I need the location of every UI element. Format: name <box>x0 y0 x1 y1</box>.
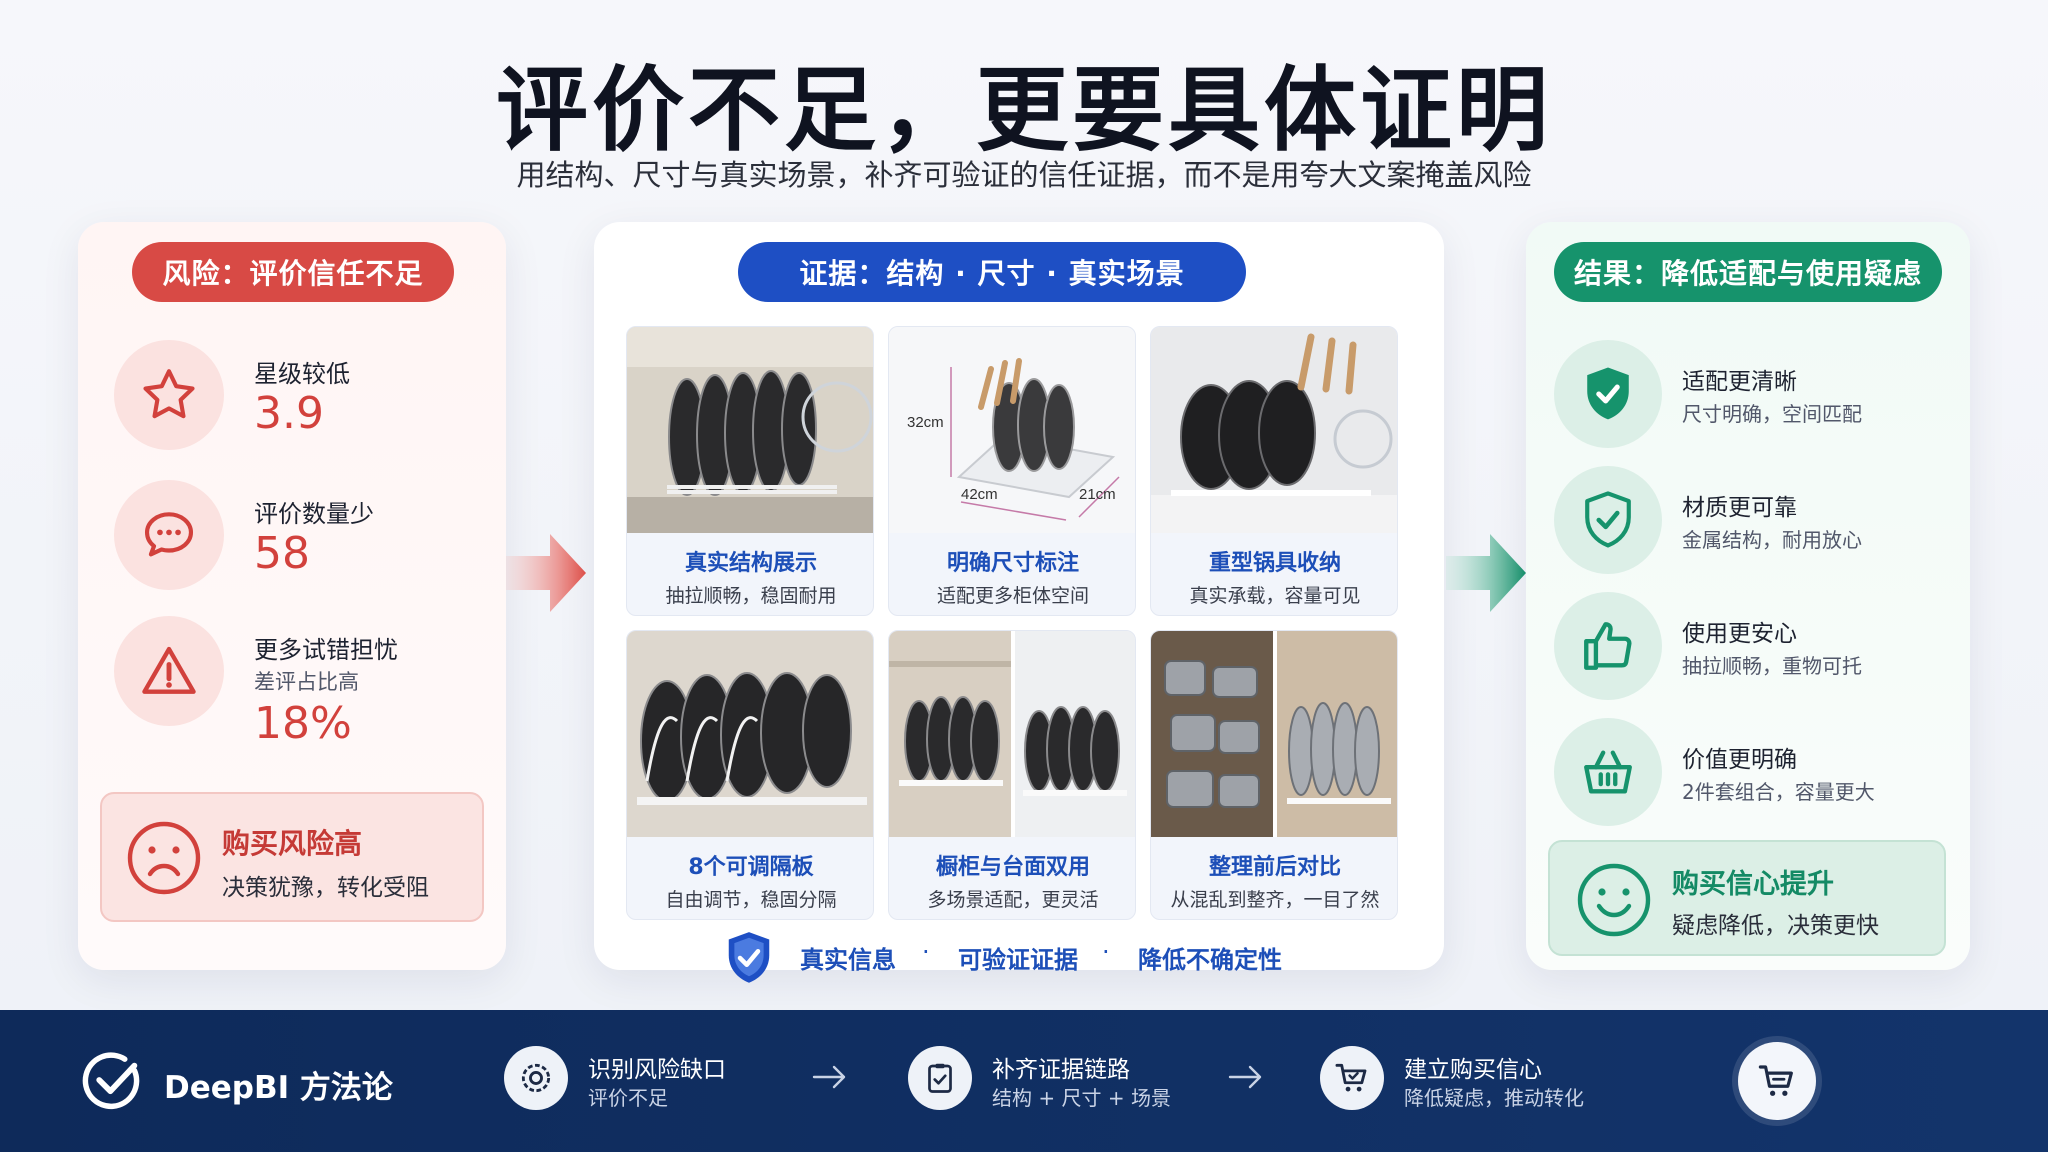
step-title: 识别风险缺口 <box>588 1057 726 1083</box>
evidence-panel: 证据：结构 · 尺寸 · 真实场景 真实结构展示 抽拉顺畅，稳固耐用 <box>594 222 1444 983</box>
dim-width: 21cm <box>1079 486 1116 503</box>
result-item-fit: 适配更清晰 尺寸明确，空间匹配 <box>1554 340 1954 450</box>
result-sub: 金属结构，耐用放心 <box>1682 528 1862 552</box>
result-panel: 结果：降低适配与使用疑虑 适配更清晰 尺寸明确，空间匹配 材质更可靠 金属结构，… <box>1526 222 1970 970</box>
cart-check-icon <box>1320 1046 1384 1110</box>
metric-value: 18% <box>254 698 352 749</box>
card-sub: 抽拉顺畅，稳固耐用 <box>665 585 837 607</box>
metric-label: 更多试错担忧 <box>254 636 398 664</box>
evidence-card-before-after: 整理前后对比 从混乱到整齐，一目了然 <box>1150 630 1398 920</box>
evidence-card-structure: 真实结构展示 抽拉顺畅，稳固耐用 <box>626 326 874 616</box>
brand-check-icon <box>82 1052 140 1110</box>
warning-icon <box>114 616 224 726</box>
arrow-right-icon <box>506 534 586 612</box>
card-sub: 自由调节，稳固分隔 <box>665 889 837 911</box>
dim-height: 32cm <box>907 414 944 431</box>
card-title: 真实结构展示 <box>684 551 817 576</box>
clipboard-check-icon <box>908 1046 972 1110</box>
result-item-usage: 使用更安心 抽拉顺畅，重物可托 <box>1554 592 1954 702</box>
arrow-right-icon <box>812 1065 846 1089</box>
confidence-sub: 疑虑降低，决策更快 <box>1672 913 1879 939</box>
smile-face-icon <box>1577 863 1651 937</box>
evidence-footer: 真实信息 · 可验证证据 · 降低不确定性 <box>722 928 1322 988</box>
arrow-right-icon <box>1228 1065 1262 1089</box>
card-sub: 从混乱到整齐，一目了然 <box>1170 889 1380 911</box>
result-sub: 抽拉顺畅，重物可托 <box>1682 654 1862 678</box>
card-sub: 多场景适配，更灵活 <box>927 889 1099 911</box>
step-title: 建立购买信心 <box>1404 1057 1542 1083</box>
confidence-title: 购买信心提升 <box>1672 869 1834 900</box>
metric-sub: 差评占比高 <box>254 670 359 694</box>
step-sub: 降低疑虑，推动转化 <box>1404 1086 1584 1110</box>
product-photo-dimensions: 32cm 42cm 21cm <box>889 327 1135 533</box>
evidence-pill: 证据：结构 · 尺寸 · 真实场景 <box>738 242 1246 302</box>
risk-summary: 购买风险高 决策犹豫，转化受阻 <box>100 792 484 922</box>
metric-value: 3.9 <box>254 388 324 439</box>
check-badge-icon <box>1554 340 1662 448</box>
page-subtitle: 用结构、尺寸与真实场景，补齐可验证的信任证据，而不是用夸大文案掩盖风险 <box>516 158 1532 192</box>
gear-icon <box>504 1046 568 1110</box>
basket-icon <box>1554 718 1662 826</box>
result-title: 适配更清晰 <box>1682 369 1797 395</box>
shield-check-icon <box>728 932 770 983</box>
thumbs-up-icon <box>1554 592 1662 700</box>
step-title: 补齐证据链路 <box>992 1057 1130 1083</box>
chat-icon <box>114 480 224 590</box>
risk-panel: 风险：评价信任不足 星级较低 3.9 评价数量少 58 更多试错担忧 差评占比高… <box>78 222 506 970</box>
product-photo-dividers <box>627 631 873 837</box>
card-sub: 适配更多柜体空间 <box>936 585 1089 607</box>
metric-label: 评价数量少 <box>254 500 374 528</box>
metric-label: 星级较低 <box>254 360 350 388</box>
result-item-material: 材质更可靠 金属结构，耐用放心 <box>1554 466 1954 576</box>
separator-dot: · <box>922 938 930 966</box>
arrow-right-icon <box>1446 534 1526 612</box>
confidence-summary: 购买信心提升 疑虑降低，决策更快 <box>1548 840 1946 956</box>
card-title: 明确尺寸标注 <box>946 551 1079 576</box>
result-pill: 结果：降低适配与使用疑虑 <box>1554 242 1942 302</box>
risk-title: 购买风险高 <box>222 827 363 860</box>
sad-face-icon <box>127 821 201 895</box>
footer-tag-verifiable: 可验证证据 <box>958 946 1078 974</box>
card-title: 橱柜与台面双用 <box>935 855 1090 880</box>
product-photo-before-after <box>1151 631 1397 837</box>
page-title: 评价不足，更要具体证明 <box>495 57 1552 164</box>
footer-tag-real-info: 真实信息 <box>800 946 896 974</box>
result-title: 使用更安心 <box>1682 621 1797 647</box>
result-sub: 尺寸明确，空间匹配 <box>1682 402 1862 426</box>
brand-name: DeepBI 方法论 <box>164 1070 393 1106</box>
footer-tag-reduce-uncertainty: 降低不确定性 <box>1138 946 1282 974</box>
shield-check-icon <box>1554 466 1662 574</box>
product-photo-dual-use <box>889 631 1135 837</box>
card-title: 整理前后对比 <box>1208 855 1341 880</box>
evidence-card-heavy: 重型锅具收纳 真实承载，容量可见 <box>1150 326 1398 616</box>
card-title: 重型锅具收纳 <box>1208 551 1341 576</box>
cart-icon <box>1738 1042 1816 1120</box>
methodology-footer: DeepBI 方法论 识别风险缺口 评价不足 补齐证据链路 结构 + 尺寸 + … <box>0 1010 2048 1152</box>
evidence-card-dimensions: 32cm 42cm 21cm 明确尺寸标注 适配更多柜体空间 <box>888 326 1136 616</box>
card-sub: 真实承载，容量可见 <box>1189 585 1361 607</box>
metric-review-count: 评价数量少 58 <box>114 480 494 600</box>
evidence-card-dual-use: 橱柜与台面双用 多场景适配，更灵活 <box>888 630 1136 920</box>
result-item-value: 价值更明确 2件套组合，容量更大 <box>1554 718 1954 828</box>
step-sub: 评价不足 <box>588 1086 668 1110</box>
product-photo-heavy <box>1151 327 1397 533</box>
result-title: 价值更明确 <box>1682 747 1797 773</box>
evidence-card-dividers: 8个可调隔板 自由调节，稳固分隔 <box>626 630 874 920</box>
result-title: 材质更可靠 <box>1682 495 1797 521</box>
product-photo-structure <box>627 327 873 533</box>
star-icon <box>114 340 224 450</box>
risk-sub: 决策犹豫，转化受阻 <box>222 875 429 901</box>
metric-negative-rate: 更多试错担忧 差评占比高 18% <box>114 616 494 749</box>
card-title: 8个可调隔板 <box>688 855 814 880</box>
metric-rating: 星级较低 3.9 <box>114 340 494 460</box>
separator-dot: · <box>1102 938 1110 966</box>
metric-value: 58 <box>254 528 310 579</box>
step-sub: 结构 + 尺寸 + 场景 <box>992 1086 1171 1110</box>
dim-length: 42cm <box>961 486 998 503</box>
risk-pill: 风险：评价信任不足 <box>132 242 454 302</box>
result-sub: 2件套组合，容量更大 <box>1682 780 1875 804</box>
